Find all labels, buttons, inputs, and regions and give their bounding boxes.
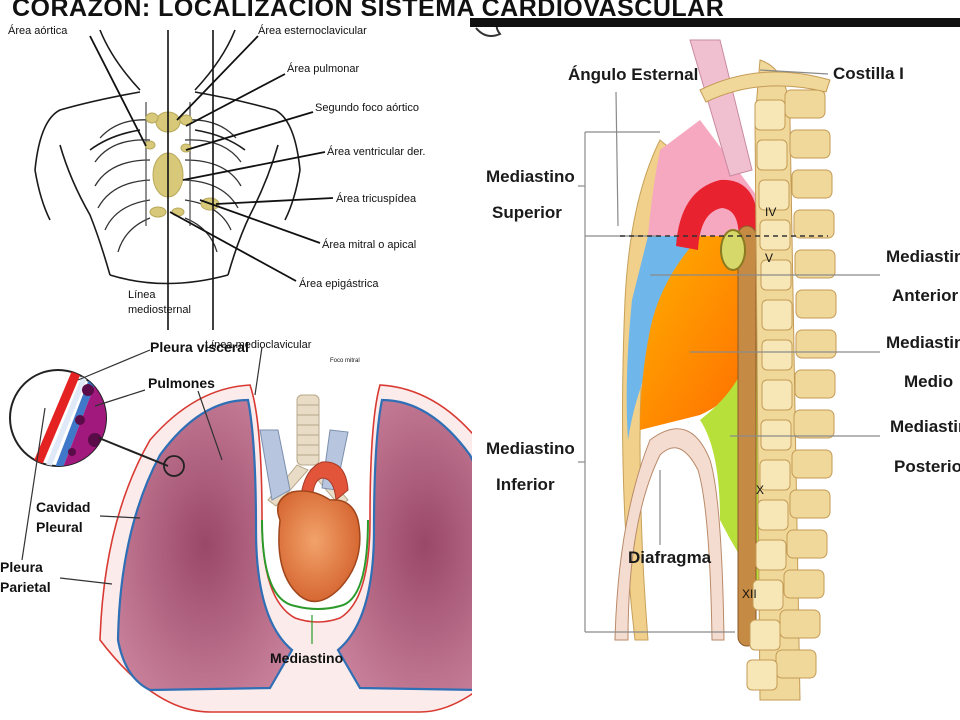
first-rib — [699, 71, 831, 103]
label-middle-mediastinum-2: Medio — [904, 372, 953, 391]
diaphragm — [614, 428, 725, 641]
label-midsternal-line-1: Línea — [128, 289, 156, 301]
heart-areas — [144, 111, 220, 218]
label-vertebra-xii: XII — [742, 587, 757, 601]
label-lungs: Pulmones — [148, 375, 215, 391]
label-vertebra-iv: IV — [765, 205, 776, 219]
leader-lines — [89, 35, 334, 282]
trachea-rings — [297, 404, 319, 456]
left-lung — [116, 398, 294, 692]
label-sternal-angle: Ángulo Esternal — [568, 65, 698, 84]
label-pleural-cavity-1: Cavidad — [36, 499, 90, 515]
label-mediastinum: Mediastino — [270, 650, 343, 666]
parietal-leader — [21, 407, 46, 561]
label-mitral-area: Área mitral o apical — [322, 238, 416, 251]
label-middle-mediastinum-1: Mediastino — [886, 333, 960, 352]
mediastinum-outline — [261, 519, 369, 610]
label-second-aortic-focus: Segundo foco aórtico — [315, 102, 419, 114]
title-underline-bar — [470, 18, 960, 27]
label-midclavicular-line: Línea medioclavicular — [205, 339, 312, 351]
label-vertebra-v: V — [765, 251, 773, 265]
label-midsternal-line-2: mediosternal — [128, 304, 191, 316]
label-epigastric-area: Área epigástrica — [299, 277, 379, 290]
torso-outline — [34, 29, 301, 285]
label-sternoclavicular-area: Área esternoclavicular — [258, 24, 367, 37]
label-inferior-mediastinum-2: Inferior — [496, 475, 555, 494]
label-tricuspid-area: Área tricuspídea — [336, 192, 417, 205]
mediastinum-guide-lines — [578, 69, 880, 633]
label-superior-mediastinum-1: Mediastino — [486, 167, 575, 186]
reference-lines — [167, 30, 214, 330]
label-first-rib: Costilla I — [833, 64, 904, 83]
label-pleural-cavity-2: Pleural — [36, 519, 83, 535]
lungs-diagram: Pleura visceral Pulmones Cavidad Pleural… — [0, 339, 529, 713]
label-anterior-mediastinum-2: Anterior — [892, 286, 959, 305]
label-right-ventricular-area: Área ventricular der. — [327, 145, 425, 158]
mediastinum-middle-region — [640, 236, 762, 430]
pleura-magnifier — [9, 369, 185, 477]
mediastinum-diagram: Ángulo Esternal Costilla I Mediastino Su… — [472, 19, 960, 720]
label-aortic-area: Área aórtica — [8, 24, 68, 37]
vertebral-bodies — [746, 99, 793, 691]
label-parietal-pleura-1: Pleura — [0, 559, 43, 575]
label-diaphragm: Diafragma — [628, 548, 712, 567]
label-posterior-mediastinum-2: Posterior — [894, 457, 960, 476]
trachea-tube — [689, 39, 753, 177]
label-parietal-pleura-2: Parietal — [0, 579, 51, 595]
label-posterior-mediastinum-1: Mediastino — [890, 417, 960, 436]
aortic-arch — [676, 179, 758, 250]
label-visceral-pleura: Pleura visceral — [150, 339, 249, 355]
label-pulmonary-area: Área pulmonar — [287, 62, 359, 75]
heart — [277, 490, 361, 603]
label-anterior-mediastinum-1: Mediastino — [886, 247, 960, 266]
label-superior-mediastinum-2: Superior — [492, 203, 562, 222]
faint-caption: Foco mitral — [330, 358, 360, 364]
auscultation-diagram: Área aórtica Área esternoclavicular Área… — [8, 24, 425, 364]
label-vertebra-x: X — [756, 483, 764, 497]
page-title: CORAZÓN: LOCALIZACIÓN SISTEMA CARDIOVASC… — [12, 0, 725, 22]
bronchus-ring — [720, 229, 746, 271]
lung-leader-lines — [59, 346, 313, 644]
label-inferior-mediastinum-1: Mediastino — [486, 439, 575, 458]
